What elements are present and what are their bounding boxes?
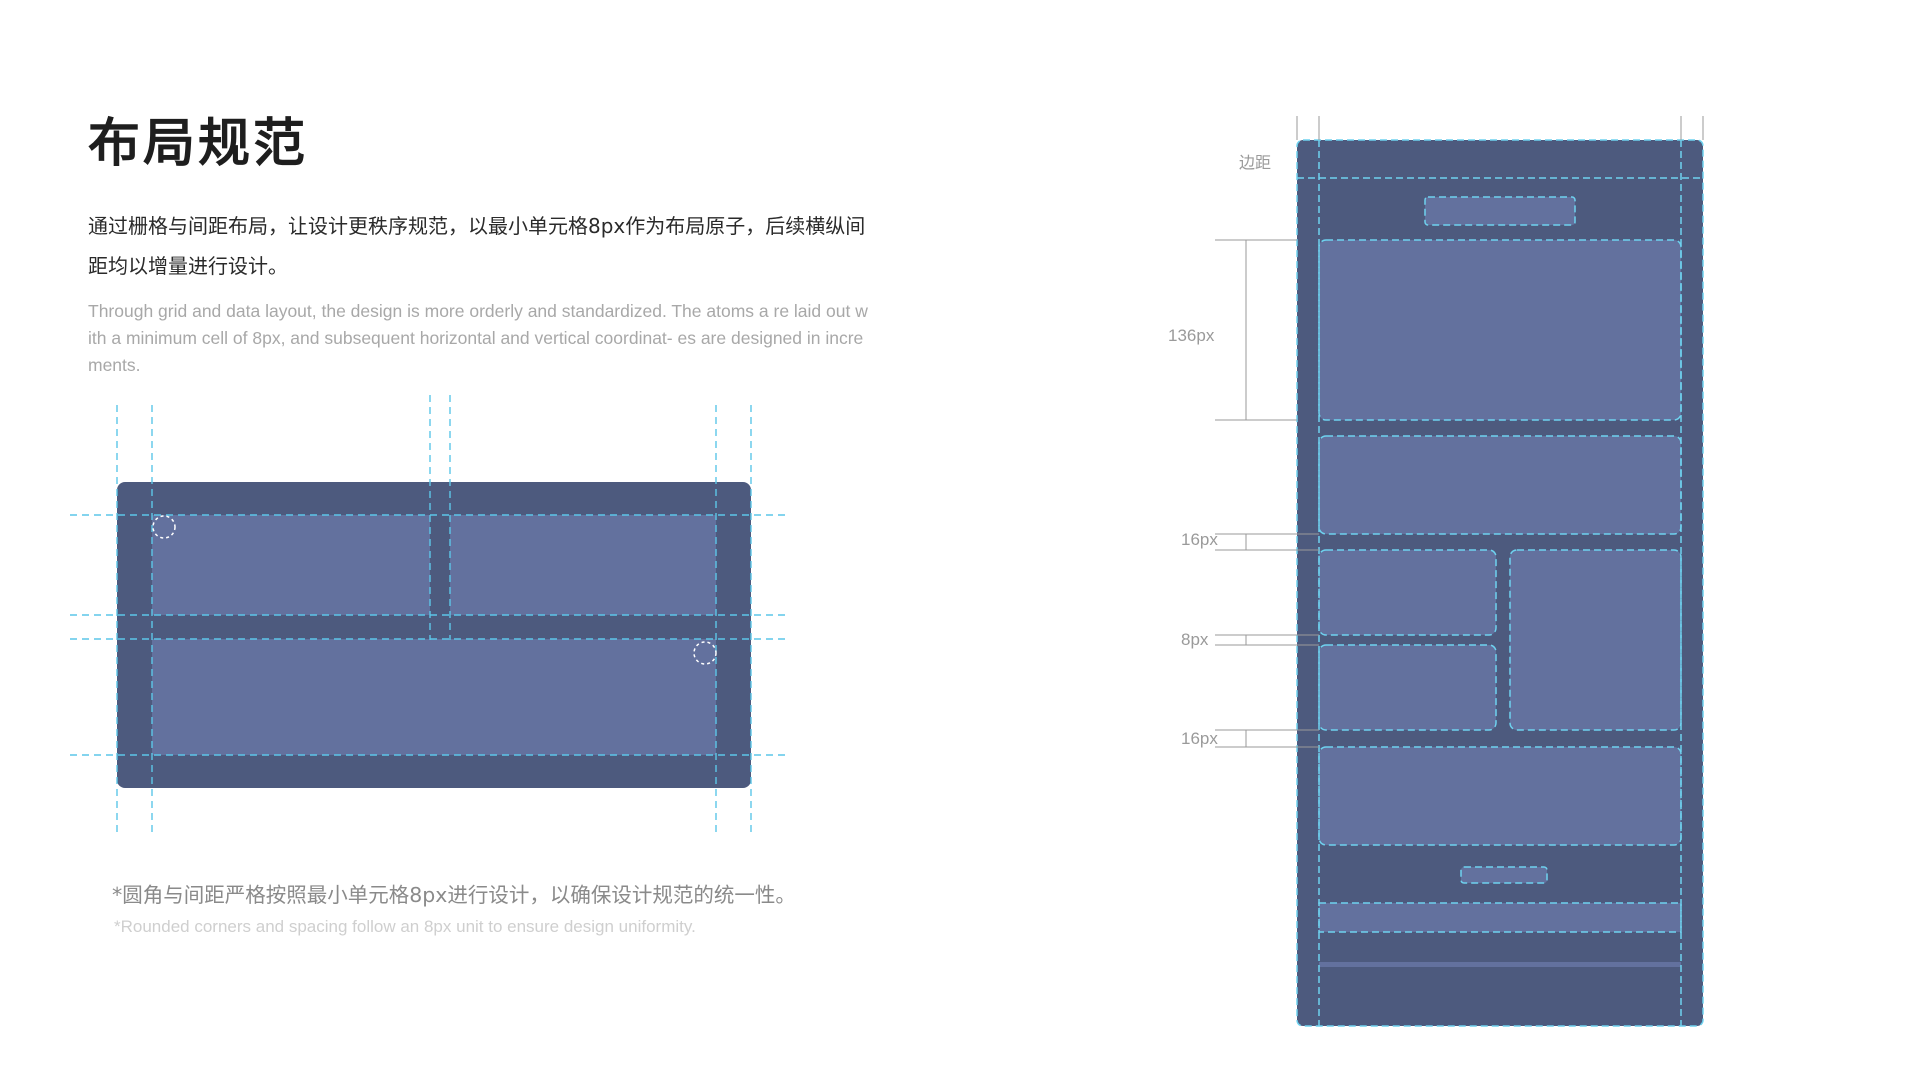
layout-cards [1318, 196, 1682, 933]
corner-radius-marker [152, 515, 176, 539]
dimension-label-16-bottom: 16px [1181, 729, 1218, 748]
dimension-lines [1215, 116, 1704, 748]
grid-cards [152, 515, 716, 755]
dimension-label-8: 8px [1181, 630, 1209, 649]
page-title: 布局规范 [88, 114, 309, 174]
grid-guides [70, 395, 790, 835]
margin-guides [1296, 139, 1704, 1027]
corner-radius-marker [693, 641, 717, 665]
dimension-label-136: 136px [1168, 326, 1215, 345]
divider-bar [1319, 962, 1681, 967]
dimension-label-16-top: 16px [1181, 530, 1218, 549]
footnote-en: *Rounded corners and spacing follow an 8… [114, 917, 696, 936]
description-cn: 通过栅格与间距布局，让设计更秩序规范，以最小单元格8px作为布局原子，后续横纵间… [88, 214, 866, 278]
margin-label: 边距 [1239, 153, 1272, 172]
footnote-cn: *圆角与间距严格按照最小单元格8px进行设计，以确保设计规范的统一性。 [112, 883, 796, 907]
description-en: Through grid and data layout, the design… [88, 301, 868, 375]
